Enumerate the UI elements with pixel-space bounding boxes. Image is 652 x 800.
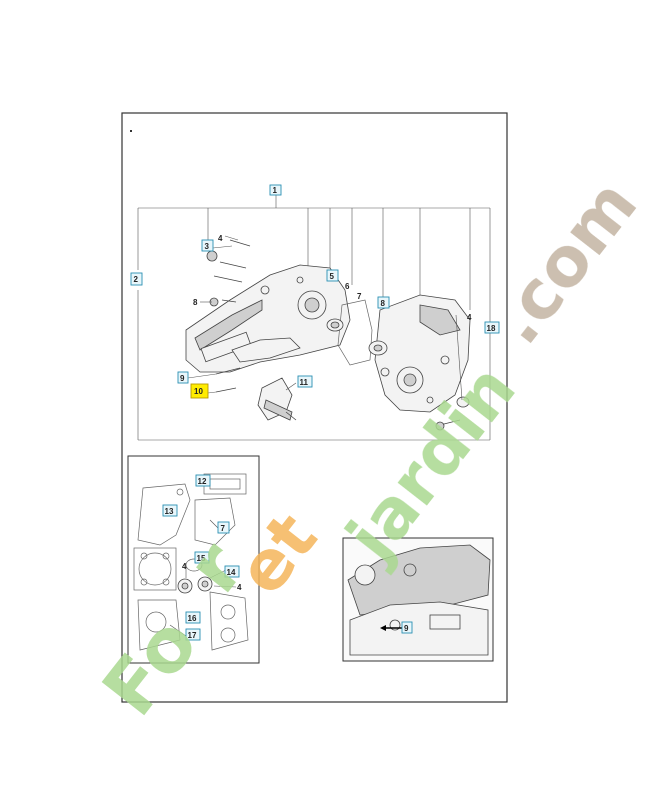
callout-8-right[interactable]: 8 (377, 296, 390, 309)
svg-text:13: 13 (165, 507, 174, 516)
svg-text:2: 2 (134, 275, 139, 284)
callout-14[interactable]: 14 (224, 565, 240, 578)
callout-8-left: 8 (193, 298, 198, 307)
svg-text:17: 17 (188, 631, 197, 640)
callout-4-kit-right: 4 (237, 583, 242, 592)
corner-mark (130, 130, 132, 132)
svg-text:12: 12 (198, 477, 207, 486)
svg-text:7: 7 (357, 292, 362, 301)
svg-text:1: 1 (273, 186, 278, 195)
callout-5[interactable]: 5 (326, 269, 339, 282)
svg-text:11: 11 (300, 378, 309, 387)
svg-text:7: 7 (221, 524, 226, 533)
svg-text:14: 14 (227, 568, 236, 577)
callout-1[interactable]: 1 (269, 184, 282, 196)
svg-text:10: 10 (194, 387, 203, 396)
callout-7-top: 7 (357, 292, 362, 301)
svg-text:4: 4 (182, 562, 187, 571)
callout-15[interactable]: 15 (194, 551, 210, 564)
callout-9-inset[interactable]: 9 (401, 621, 413, 634)
svg-text:5: 5 (330, 272, 335, 281)
svg-text:4: 4 (237, 583, 242, 592)
callout-2[interactable]: 2 (130, 272, 143, 286)
leader-lines (165, 235, 463, 637)
callout-9[interactable]: 9 (177, 371, 189, 384)
svg-text:6: 6 (345, 282, 350, 291)
callout-7-kit[interactable]: 7 (217, 521, 230, 534)
svg-text:8: 8 (381, 299, 386, 308)
callout-10[interactable]: 10 (190, 383, 209, 399)
watermark-com: .com (478, 166, 652, 359)
callout-13[interactable]: 13 (162, 504, 178, 517)
svg-text:9: 9 (180, 374, 185, 383)
svg-text:16: 16 (188, 614, 197, 623)
svg-text:4: 4 (218, 234, 223, 243)
crankcase-drawing (185, 239, 471, 431)
callout-12[interactable]: 12 (195, 474, 211, 487)
callout-3[interactable]: 3 (201, 239, 214, 252)
callout-18[interactable]: 18 (484, 321, 500, 334)
callout-17[interactable]: 17 (185, 628, 201, 641)
bracket-item-1 (137, 195, 491, 441)
svg-text:3: 3 (205, 242, 210, 251)
callout-4-top: 4 (218, 234, 223, 243)
callout-11[interactable]: 11 (297, 375, 313, 388)
callout-16[interactable]: 16 (185, 611, 201, 624)
gasket-kit-panel (127, 455, 260, 664)
svg-text:15: 15 (197, 554, 206, 563)
svg-text:9: 9 (404, 624, 409, 633)
callout-4-right: 4 (467, 313, 472, 322)
svg-text:4: 4 (467, 313, 472, 322)
svg-text:8: 8 (193, 298, 198, 307)
svg-text:18: 18 (487, 324, 496, 333)
diagram-frame (121, 112, 508, 703)
inset-detail-panel (342, 537, 494, 662)
callout-6: 6 (345, 282, 350, 291)
callout-4-kit-left: 4 (182, 562, 187, 571)
